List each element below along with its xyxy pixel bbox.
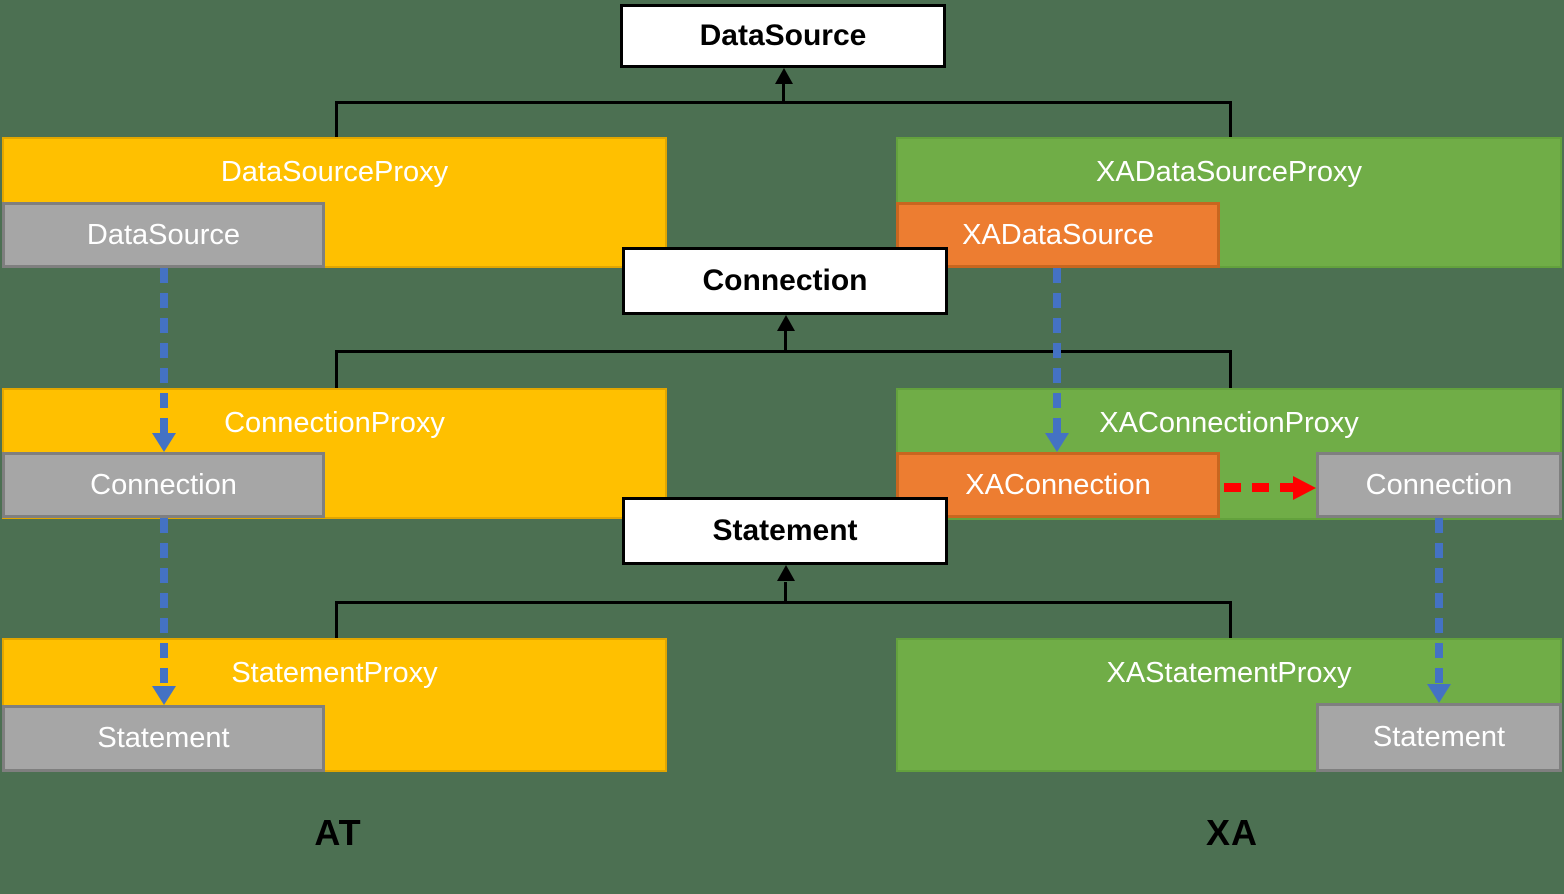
inheritance-arrow-icon: [777, 565, 795, 581]
inheritance-arrow-icon: [777, 315, 795, 331]
xa-connection-proxy-label: XAConnectionProxy: [1099, 407, 1359, 439]
at-datasource-inner-box: DataSource: [2, 202, 325, 268]
connector-line: [784, 582, 787, 603]
interface-connection-box: Connection: [622, 247, 948, 315]
flow-arrowhead-icon: [152, 433, 176, 452]
connector-line: [1229, 350, 1232, 388]
caption-xa: XA: [1205, 812, 1258, 853]
at-datasource-inner-label: DataSource: [86, 218, 241, 251]
connector-line: [784, 331, 787, 352]
flow-arrow-xaconnection-to-connection: [1224, 483, 1294, 492]
interface-statement-box: Statement: [622, 497, 948, 565]
xa-statement-side-box: Statement: [1316, 703, 1562, 772]
xa-connection-side-label: Connection: [1365, 468, 1513, 501]
caption-at: AT: [314, 812, 362, 853]
flow-arrow-at-datasource-to-connection: [160, 268, 168, 434]
flow-arrowhead-red-icon: [1293, 476, 1316, 500]
at-connection-inner-box: Connection: [2, 452, 325, 518]
connector-line: [1229, 101, 1232, 138]
flow-arrowhead-icon: [1045, 433, 1069, 452]
interface-connection-label: Connection: [702, 264, 868, 297]
xa-datasource-inner-box: XADataSource: [896, 202, 1220, 268]
flow-arrow-xa-datasource-to-connection: [1053, 268, 1061, 434]
flow-arrow-at-connection-to-statement: [160, 518, 168, 687]
flow-arrowhead-icon: [1427, 684, 1451, 703]
at-connection-inner-label: Connection: [90, 468, 237, 501]
xa-datasource-inner-label: XADataSource: [962, 218, 1154, 251]
flow-arrow-xa-connection-to-statement: [1435, 518, 1443, 685]
at-statement-inner-box: Statement: [2, 705, 325, 772]
connector-line: [335, 350, 1232, 353]
xa-statement-proxy-label: XAStatementProxy: [1106, 657, 1352, 689]
at-statement-proxy-label: StatementProxy: [231, 657, 438, 689]
xa-statement-side-label: Statement: [1372, 721, 1506, 753]
connector-line: [335, 601, 338, 638]
xa-connection-inner-box: XAConnection: [896, 452, 1220, 518]
flow-arrowhead-icon: [152, 686, 176, 705]
at-datasource-proxy-label: DataSourceProxy: [220, 156, 449, 188]
interface-datasource-label: DataSource: [699, 19, 867, 52]
connector-line: [335, 601, 1232, 604]
connector-line: [782, 82, 785, 103]
xa-connection-inner-label: XAConnection: [965, 468, 1151, 501]
connector-line: [1229, 601, 1232, 638]
xa-connection-side-box: Connection: [1316, 452, 1562, 518]
at-statement-inner-label: Statement: [97, 722, 230, 754]
at-connection-proxy-label: ConnectionProxy: [224, 407, 445, 439]
connector-line: [335, 101, 338, 138]
xa-datasource-proxy-label: XADataSourceProxy: [1096, 156, 1362, 188]
interface-datasource-box: DataSource: [620, 4, 946, 68]
interface-statement-label: Statement: [712, 514, 858, 547]
inheritance-arrow-icon: [775, 68, 793, 84]
connector-line: [335, 350, 338, 388]
